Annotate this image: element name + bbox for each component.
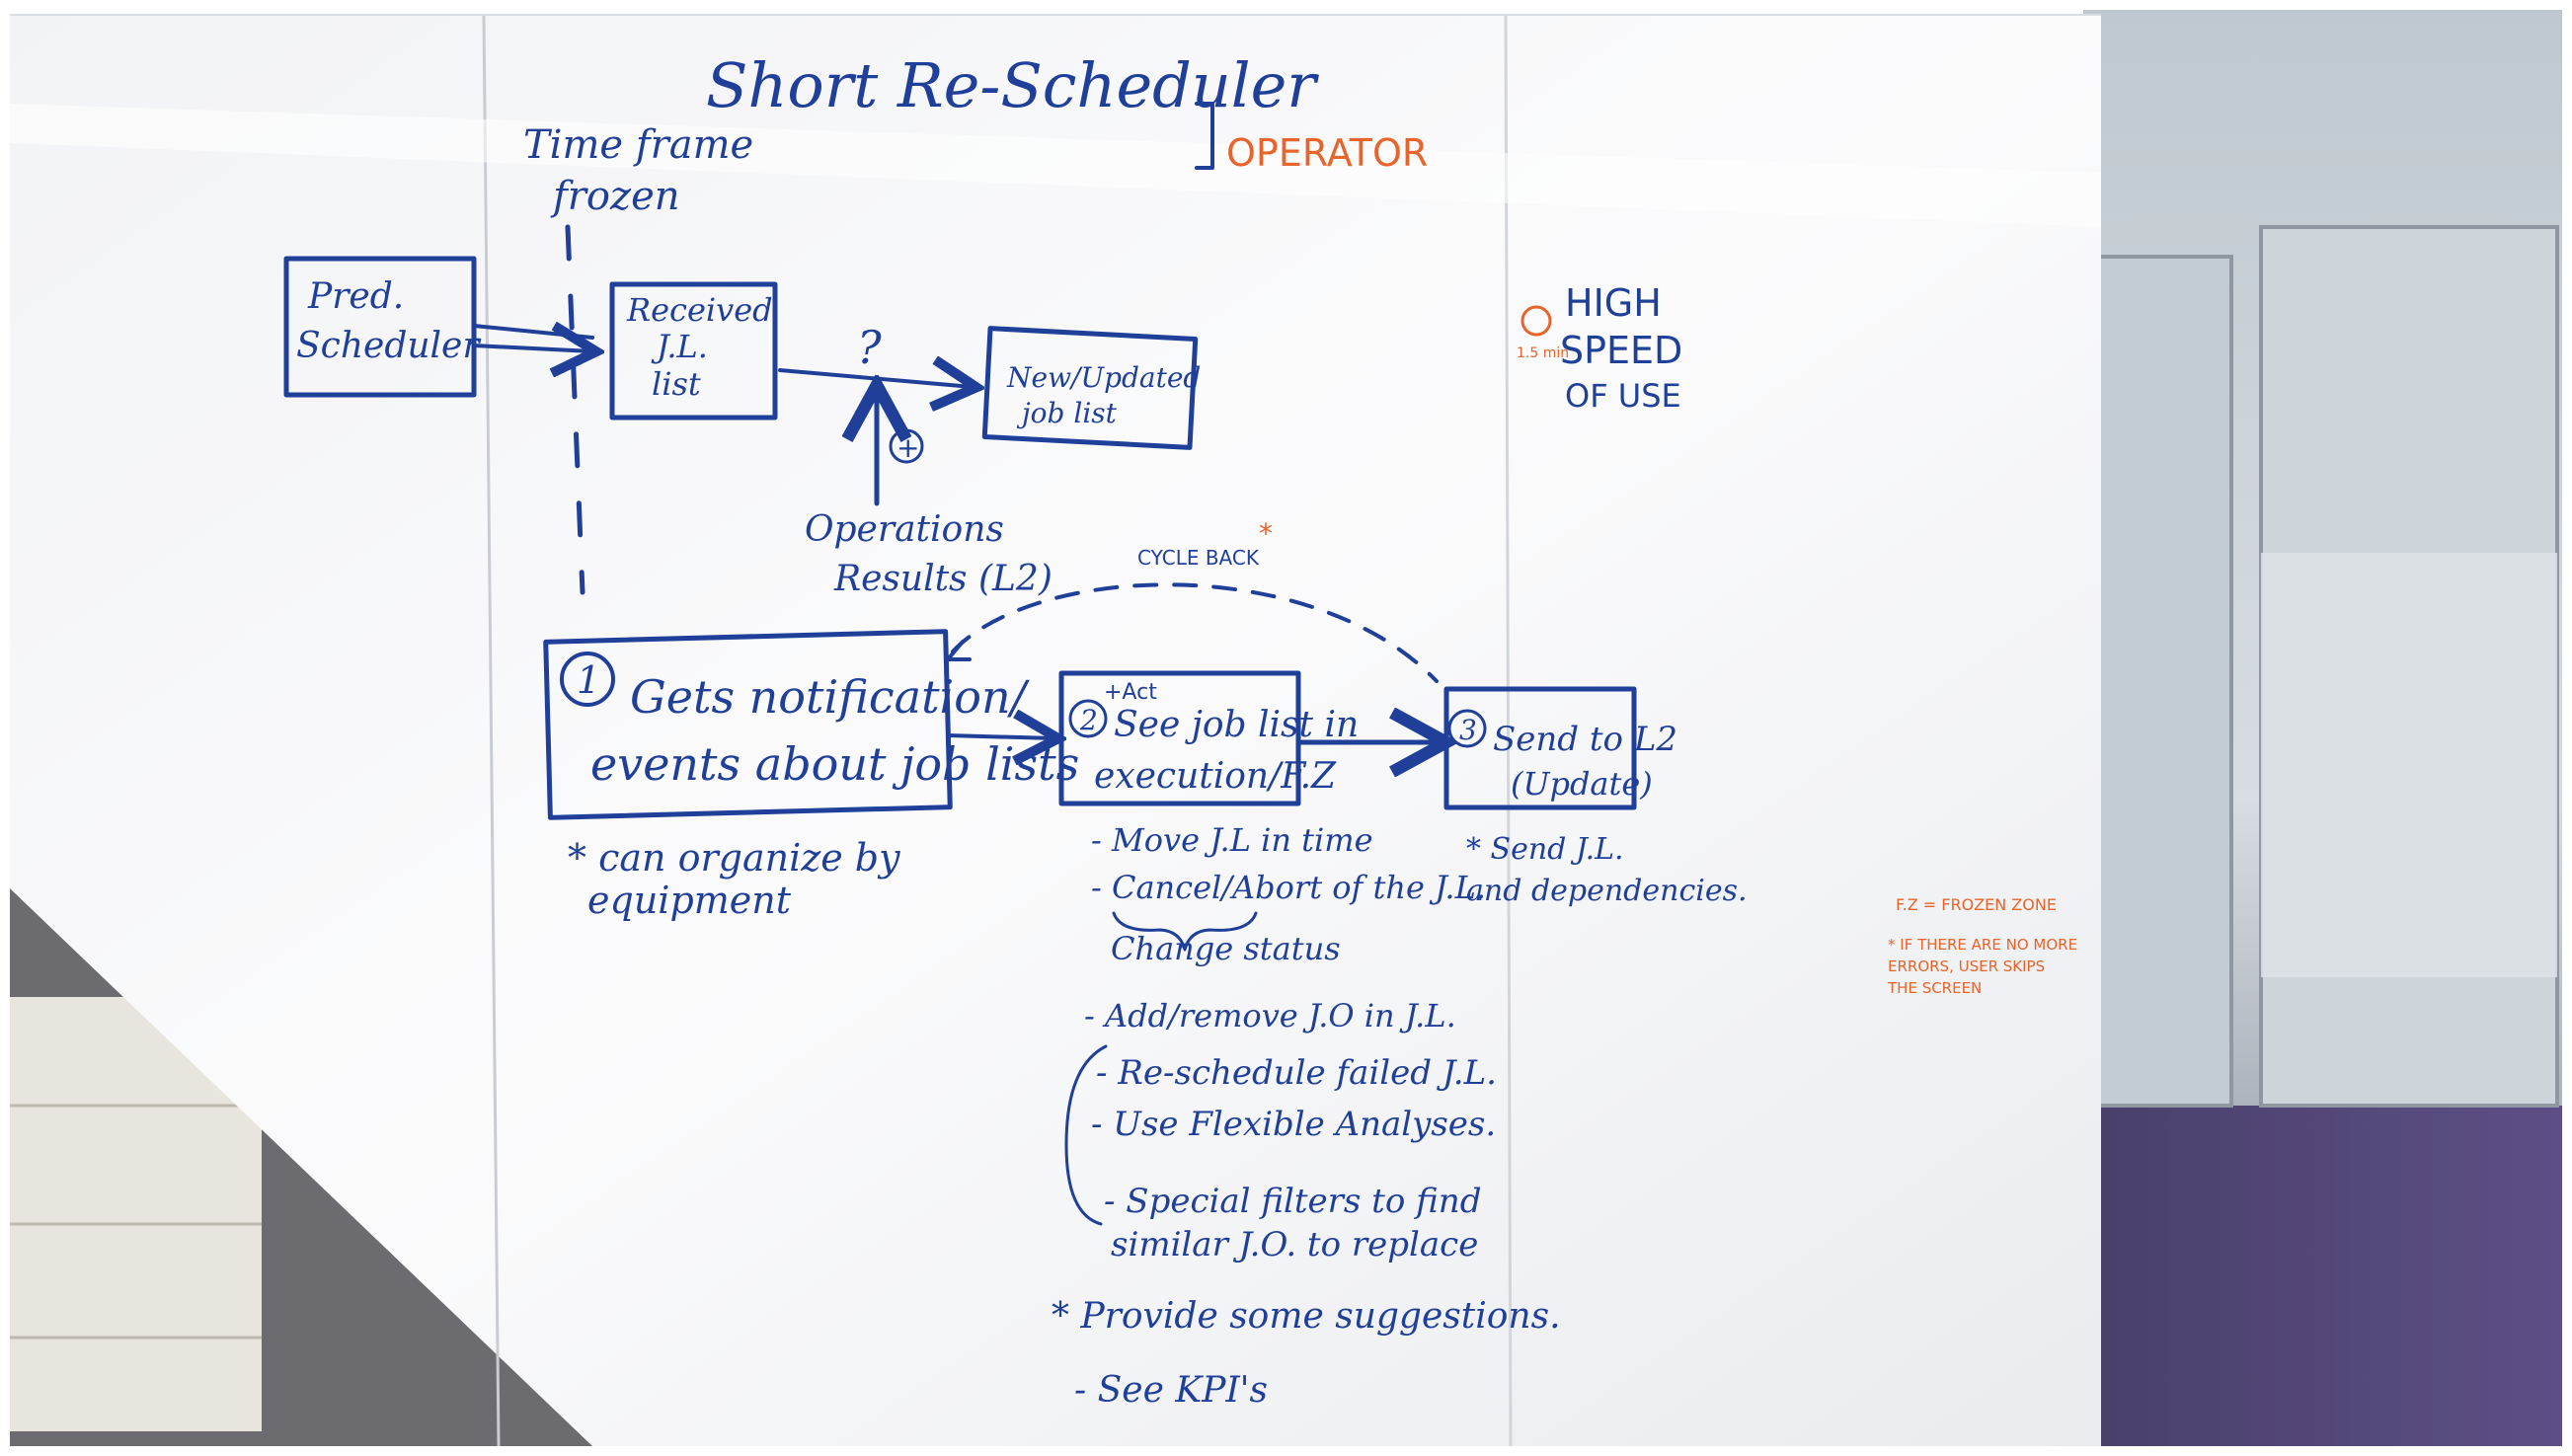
action-item: - Cancel/Abort of the J.L. xyxy=(1091,869,1486,906)
step3-line2: (Update) xyxy=(1511,765,1653,803)
action-item: * Provide some suggestions. xyxy=(1052,1296,1561,1337)
step2-act: +Act xyxy=(1104,680,1157,705)
timer-note: 1.5 min xyxy=(1517,345,1569,361)
board-title: Short Re-Scheduler xyxy=(706,49,1319,121)
arrow-step1-to-step2 xyxy=(946,735,1054,738)
action-item: - Special filters to find xyxy=(1104,1182,1481,1221)
step3-line1: Send to L2 xyxy=(1493,720,1677,759)
step3-box xyxy=(1443,686,1637,810)
action-item: - Move J.L in time xyxy=(1091,821,1373,859)
cycle-back-label: CYCLE BACK xyxy=(1137,546,1260,570)
high-speed-line2: SPEED xyxy=(1560,329,1682,372)
frozen-label: frozen xyxy=(550,174,680,219)
step1-line2: events about job lists xyxy=(590,737,1079,791)
received-line1: Received xyxy=(626,291,773,329)
new-updated-line2: job list xyxy=(1016,397,1118,429)
action-item: Change status xyxy=(1111,930,1341,967)
carpet-floor xyxy=(2083,1106,2562,1446)
error-note-line2: ERRORS, USER SKIPS xyxy=(1888,958,2045,975)
error-note-line3: THE SCREEN xyxy=(1887,979,1982,997)
action-item: similar J.O. to replace xyxy=(1111,1225,1478,1264)
sub-actions-bracket xyxy=(1064,1044,1108,1226)
step1-note-line2: equipment xyxy=(587,879,792,922)
frosted-strip xyxy=(2261,553,2557,977)
step2-box xyxy=(1058,670,1301,806)
received-job-list-box xyxy=(609,281,778,421)
panel-seam xyxy=(1504,14,1513,1447)
action-item: - Use Flexible Analyses. xyxy=(1091,1105,1496,1144)
step1-box xyxy=(543,629,953,820)
light-glare xyxy=(10,104,2101,227)
panel-seam xyxy=(482,14,501,1447)
cycle-back-asterisk: * xyxy=(1259,517,1273,550)
action-item: - See KPI's xyxy=(1074,1370,1268,1411)
cancel-abort-brace xyxy=(1112,911,1258,952)
plus-mark: + xyxy=(896,431,919,464)
plus-circle xyxy=(889,428,924,464)
new-updated-line1: New/Updated xyxy=(1006,361,1201,394)
step3-number: 3 xyxy=(1459,714,1477,746)
question-mark: ? xyxy=(857,321,882,374)
step1-line1: Gets notification/ xyxy=(630,670,1031,724)
action-item: - Add/remove J.O in J.L. xyxy=(1084,997,1456,1035)
step3-note-line2: and dependencies. xyxy=(1466,874,1748,908)
step1-note-line1: * can organize by xyxy=(568,836,900,880)
timer-icon xyxy=(1520,305,1552,337)
step2-line2: execution/F.Z xyxy=(1094,756,1337,797)
frozen-boundary-line xyxy=(565,224,585,595)
step2-line1: See job list in xyxy=(1114,705,1359,745)
error-note-line1: * IF THERE ARE NO MORE xyxy=(1888,936,2077,954)
step2-number-circle xyxy=(1068,699,1108,738)
received-line3: list xyxy=(652,365,701,403)
step1-number-circle xyxy=(560,651,615,707)
step3-number-circle xyxy=(1447,709,1487,748)
glass-panel xyxy=(2091,255,2233,1108)
action-item: - Re-schedule failed J.L. xyxy=(1096,1053,1497,1093)
operations-label: Operations xyxy=(805,509,1004,550)
step2-number: 2 xyxy=(1079,704,1098,736)
pred-scheduler-line2: Scheduler xyxy=(296,326,481,366)
operator-tag: OPERATOR xyxy=(1226,131,1428,175)
new-updated-job-list-box xyxy=(981,326,1199,450)
high-speed-line3: OF USE xyxy=(1565,377,1681,415)
results-label: Results (L2) xyxy=(833,559,1052,599)
step1-number: 1 xyxy=(577,658,600,702)
high-speed-line1: HIGH xyxy=(1565,281,1662,325)
fz-note: F.Z = FROZEN ZONE xyxy=(1896,895,2057,914)
step3-note-line1: * Send J.L. xyxy=(1466,832,1624,867)
received-line2: J.L. xyxy=(651,328,708,365)
time-frame-label: Time frame xyxy=(523,122,753,168)
arrow-to-received xyxy=(472,345,592,351)
pred-scheduler-line1: Pred. xyxy=(307,276,404,317)
cycle-back-arc xyxy=(951,582,1439,683)
